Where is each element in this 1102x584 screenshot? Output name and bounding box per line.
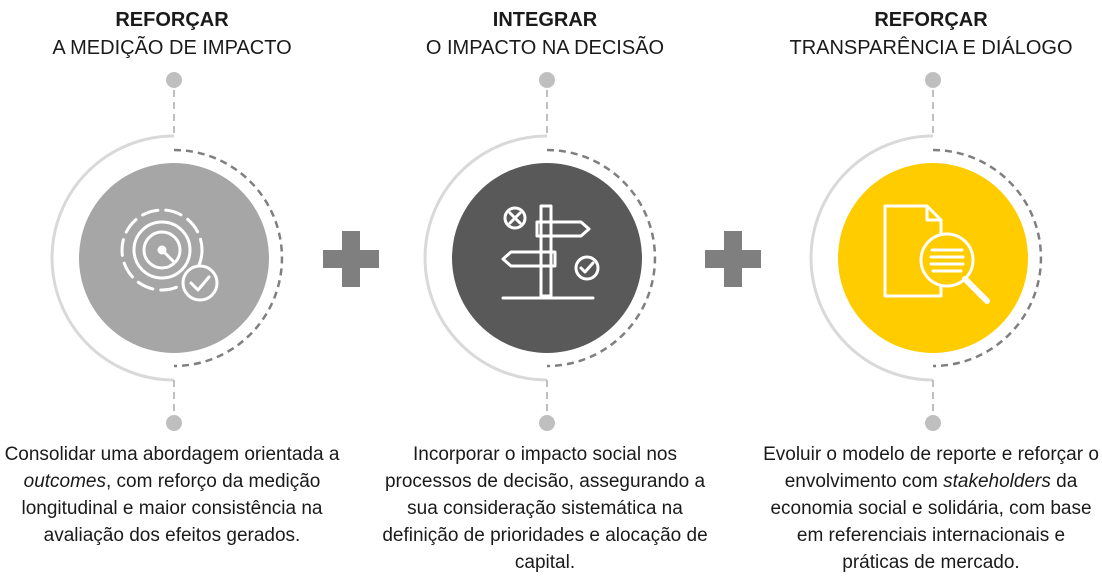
pillar-object: O IMPACTO NA DECISÃO bbox=[425, 37, 665, 59]
pillar-measurement: REFORÇAR A MEDIÇÃO DE IMPACTO Consolidar… bbox=[2, 0, 342, 584]
pillar-object: TRANSPARÊNCIA E DIÁLOGO bbox=[789, 37, 1073, 59]
outer-arc bbox=[50, 134, 175, 382]
pillar-verb: INTEGRAR bbox=[492, 9, 598, 31]
pillar-decision: INTEGRAR O IMPACTO NA DECISÃO Incorporar… bbox=[375, 0, 715, 584]
plus-icon bbox=[705, 231, 761, 287]
description-text: Incorporar o impacto social nos processo… bbox=[382, 444, 708, 573]
outer-dashed-arc bbox=[173, 148, 284, 368]
plus-icon bbox=[323, 231, 379, 287]
description-text: Evoluir o modelo de reporte e reforçar o… bbox=[763, 444, 1099, 492]
top-dot bbox=[166, 72, 182, 88]
pillar-graphic bbox=[809, 72, 1043, 431]
pillar-description: Consolidar uma abordagem orientada a out… bbox=[2, 441, 342, 549]
outer-dashed-arc bbox=[546, 148, 657, 368]
top-dot bbox=[539, 72, 555, 88]
outer-arc bbox=[809, 134, 934, 382]
document-magnifier-icon bbox=[883, 204, 990, 304]
description-text-end: da economia social e solidária, com base… bbox=[770, 471, 1092, 573]
top-dot bbox=[925, 72, 941, 88]
outer-dashed-arc bbox=[932, 148, 1043, 368]
description-emphasis: stakeholders bbox=[943, 471, 1051, 492]
description-emphasis: outcomes bbox=[23, 471, 106, 492]
pillar-heading: REFORÇAR A MEDIÇÃO DE IMPACTO bbox=[2, 6, 342, 62]
main-circle bbox=[452, 163, 642, 353]
description-text: Consolidar uma abordagem orientada a bbox=[4, 444, 340, 465]
pillar-graphic bbox=[423, 72, 657, 431]
bottom-dot bbox=[925, 415, 941, 431]
pillar-description: Evoluir o modelo de reporte e reforçar o… bbox=[761, 441, 1101, 576]
pillar-heading: INTEGRAR O IMPACTO NA DECISÃO bbox=[375, 6, 715, 62]
gear-gauge-check-icon bbox=[120, 208, 219, 302]
bottom-dot bbox=[539, 415, 555, 431]
pillar-object: A MEDIÇÃO DE IMPACTO bbox=[52, 37, 292, 59]
pillar-heading: REFORÇAR TRANSPARÊNCIA E DIÁLOGO bbox=[761, 6, 1101, 62]
signpost-decision-icon bbox=[501, 204, 600, 300]
pillar-description: Incorporar o impacto social nos processo… bbox=[375, 441, 715, 576]
bottom-dot bbox=[166, 415, 182, 431]
pillar-verb: REFORÇAR bbox=[115, 9, 229, 31]
pillar-verb: REFORÇAR bbox=[874, 9, 988, 31]
pillar-graphic bbox=[50, 72, 284, 431]
description-text-end: , com reforço da medição longitudinal e … bbox=[21, 471, 323, 546]
main-circle bbox=[79, 163, 269, 353]
outer-arc bbox=[423, 134, 548, 382]
pillar-transparency: REFORÇAR TRANSPARÊNCIA E DIÁLOGO Evoluir… bbox=[761, 0, 1101, 584]
